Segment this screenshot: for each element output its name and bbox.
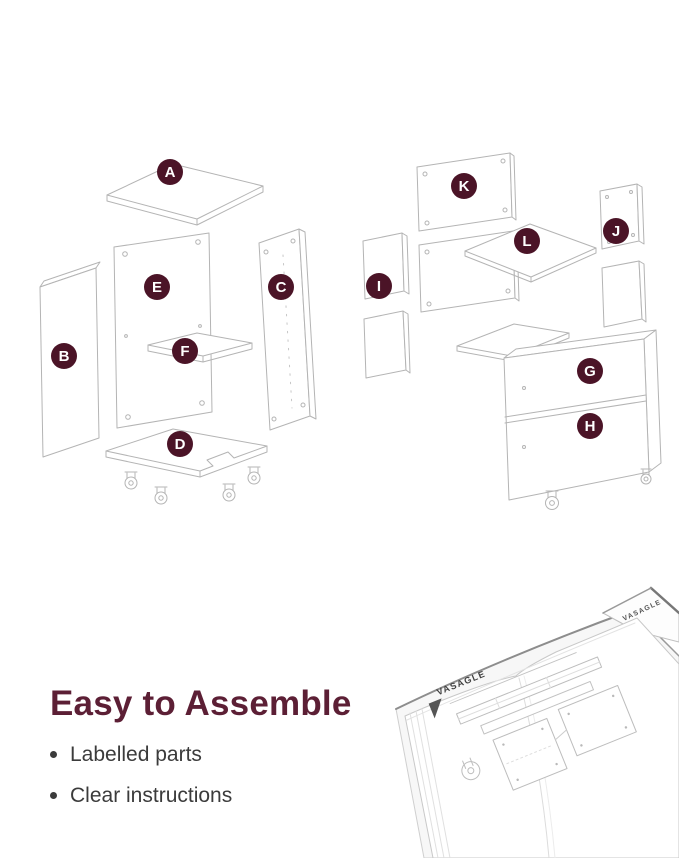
part-label-k: K <box>451 173 477 199</box>
part-label-g: G <box>577 358 603 384</box>
caster-wheel <box>545 490 559 510</box>
bullet-dot-icon <box>50 792 57 800</box>
feature-bullet-list: Labelled parts Clear instructions <box>50 743 352 808</box>
caster-wheel <box>640 468 652 485</box>
caster-wheel <box>222 483 236 502</box>
part-label-b: B <box>51 343 77 369</box>
feature-bullet-text: Labelled parts <box>70 742 202 766</box>
caster-wheel <box>124 471 138 490</box>
panel-unlabeled-side-right <box>601 260 647 328</box>
part-e-panel <box>113 232 213 429</box>
part-label-c: C <box>268 274 294 300</box>
panel-unlabeled-side-left <box>363 310 411 379</box>
part-label-d: D <box>167 431 193 457</box>
part-a-panel <box>106 163 264 226</box>
part-label-a: A <box>157 159 183 185</box>
part-g-h-drawer-unit <box>503 329 662 510</box>
caster-wheel <box>154 486 168 505</box>
page-title: Easy to Assemble <box>50 684 352 723</box>
part-label-h: H <box>577 413 603 439</box>
caster-wheel <box>247 466 261 485</box>
instruction-manual-illustration: VASAGLE VASAGLE <box>395 586 679 858</box>
part-label-j: J <box>603 218 629 244</box>
part-c-panel <box>258 228 317 431</box>
bullet-dot-icon <box>50 751 57 759</box>
headline-block: Easy to Assemble Labelled parts Clear in… <box>50 684 352 825</box>
part-label-f: F <box>172 338 198 364</box>
feature-bullet-text: Clear instructions <box>70 783 233 807</box>
part-label-l: L <box>514 228 540 254</box>
feature-bullet: Clear instructions <box>50 784 352 808</box>
part-label-e: E <box>144 274 170 300</box>
part-label-i: I <box>366 273 392 299</box>
manual-step-badge <box>428 698 442 719</box>
feature-bullet: Labelled parts <box>50 743 352 767</box>
